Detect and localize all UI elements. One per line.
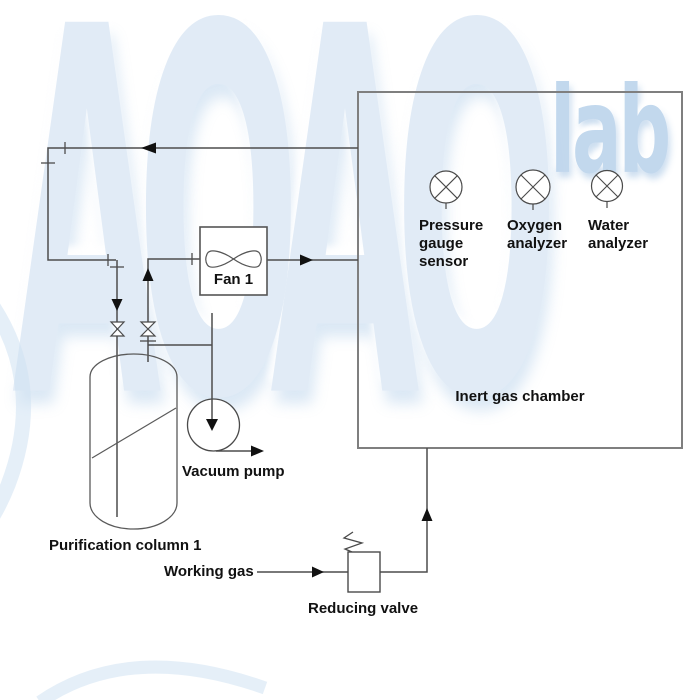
purification-column-label: Purification column 1: [49, 537, 202, 554]
reducing-valve-box: [347, 551, 381, 593]
arrow-up-icon: [142, 268, 154, 281]
spring-icon: [342, 531, 365, 553]
arrow-right-icon: [300, 254, 313, 266]
pipe-valve-to-chamber: [380, 448, 428, 573]
vacuum-pump-label: Vacuum pump: [182, 463, 285, 480]
arrow-right-icon: [312, 566, 324, 578]
oxygen-analyzer-icon: [515, 169, 551, 210]
pipe-column-to-fan: [147, 258, 200, 362]
pressure-gauge-icon: [429, 170, 463, 209]
purification-column: [89, 353, 178, 530]
arrow-up-icon: [421, 508, 433, 521]
arrow-down-icon: [111, 299, 123, 311]
reducing-valve-label: Reducing valve: [308, 600, 419, 617]
inert-gas-chamber-box: [357, 91, 683, 449]
arrow-left-icon: [141, 142, 156, 154]
column-packing-line: [91, 407, 177, 459]
water-analyzer-icon: [590, 169, 624, 208]
reducing-valve-unit: [342, 531, 381, 593]
flange-ticks: [41, 142, 193, 342]
fan-label: Fan 1: [213, 271, 254, 288]
valve-icon: [109, 321, 126, 337]
water-analyzer-label: Water analyzer: [588, 217, 649, 252]
valve-icon: [139, 321, 157, 337]
arrow-right-icon: [251, 445, 264, 457]
pipe-chamber-return-loop: [47, 147, 358, 261]
instruments: [429, 169, 624, 210]
arrow-down-icon: [206, 419, 218, 431]
fan-impeller-icon: [205, 250, 262, 268]
column-vessel: [89, 353, 178, 530]
working-gas-label: Working gas: [164, 563, 254, 580]
fan-unit: [199, 226, 268, 296]
oxygen-analyzer-label: Oxygen analyzer: [507, 217, 568, 252]
valves: [109, 321, 157, 337]
pressure-gauge-sensor-label: Pressure gauge sensor: [419, 217, 484, 270]
flow-arrows: [111, 142, 433, 578]
inert-gas-chamber-label: Inert gas chamber: [455, 388, 585, 405]
